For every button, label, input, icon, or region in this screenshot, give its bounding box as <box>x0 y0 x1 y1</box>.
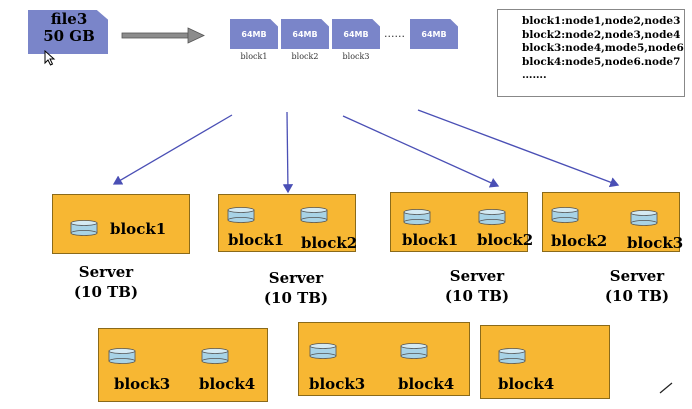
server-label: Server <box>609 267 665 285</box>
map-line-block1: block1:node1,node2,node3 <box>522 15 681 27</box>
server-label: Server <box>268 269 324 287</box>
map-line-block3: block3:node4,mode5,node6 <box>522 42 684 54</box>
chip-block1: 64MB <box>230 19 278 49</box>
server-capacity: (10 TB) <box>73 283 139 301</box>
map-line-more: ……. <box>522 69 547 81</box>
server-capacity: (10 TB) <box>263 289 329 307</box>
server-5-block-a: block3 <box>114 375 171 393</box>
server-2-caption: Server (10 TB) <box>246 268 346 308</box>
chip-label-block2: block2 <box>291 52 319 61</box>
disk-icon <box>403 209 431 225</box>
chip-label-block1: block1 <box>240 52 268 61</box>
server-1-caption: Server (10 TB) <box>56 262 156 302</box>
disk-icon <box>400 343 428 359</box>
disk-icon <box>551 207 579 223</box>
server-capacity: (10 TB) <box>604 287 670 305</box>
map-line-block4: block4:node5,node6.node7 <box>522 55 681 68</box>
server-5-block-b: block4 <box>199 375 256 393</box>
file-name: file3 <box>50 10 88 28</box>
file-label: file3 50 GB <box>28 11 110 45</box>
server-2-block-b: block2 <box>301 234 358 252</box>
server-2-block-a: block1 <box>228 231 285 249</box>
server-capacity: (10 TB) <box>444 287 510 305</box>
server-4-block-b: block3 <box>627 234 684 252</box>
file-size: 50 GB <box>43 27 95 45</box>
server-box-2 <box>218 194 356 252</box>
server-box-5 <box>98 328 268 402</box>
chip-block2: 64MB <box>281 19 329 49</box>
block-node-map: block1:node1,node2,node3 block2:node2,no… <box>497 9 685 97</box>
chip-ellipsis: ...... <box>384 27 405 40</box>
server-label: Server <box>78 263 134 281</box>
server-6-block-a: block3 <box>309 375 366 393</box>
arrow-to-server-1 <box>112 114 233 185</box>
map-line-block2: block2:node2,node3,node4 <box>522 28 681 41</box>
arrow-to-server-4 <box>417 109 620 188</box>
server-3-caption: Server (10 TB) <box>427 266 527 306</box>
chip-label-block3: block3 <box>342 52 370 61</box>
split-arrow <box>121 27 205 44</box>
arrow-to-server-3 <box>342 115 500 188</box>
server-label: Server <box>449 267 505 285</box>
server-4-caption: Server (10 TB) <box>587 266 687 306</box>
mouse-cursor-icon <box>44 50 56 66</box>
chip-size: 64MB <box>421 29 447 39</box>
chip-block-n: 64MB <box>410 19 458 49</box>
server-4-block-a: block2 <box>551 232 608 250</box>
server-3-block-a: block1 <box>402 231 459 249</box>
disk-icon <box>498 348 526 364</box>
disk-icon <box>478 209 506 225</box>
disk-icon <box>227 207 255 223</box>
chip-size: 64MB <box>343 29 369 39</box>
arrow-to-server-2 <box>282 111 294 194</box>
server-1-block: block1 <box>110 220 167 238</box>
disk-icon <box>108 348 136 364</box>
server-box-6 <box>298 322 470 396</box>
server-6-block-b: block4 <box>398 375 455 393</box>
disk-icon <box>201 348 229 364</box>
chip-size: 64MB <box>241 29 267 39</box>
disk-icon <box>309 343 337 359</box>
chip-block3: 64MB <box>332 19 380 49</box>
server-3-block-b: block2 <box>477 231 534 249</box>
chip-size: 64MB <box>292 29 318 39</box>
file-icon <box>28 10 108 54</box>
disk-icon <box>70 220 98 236</box>
server-7-block: block4 <box>498 375 555 393</box>
disk-icon <box>300 207 328 223</box>
disk-icon <box>630 210 658 226</box>
